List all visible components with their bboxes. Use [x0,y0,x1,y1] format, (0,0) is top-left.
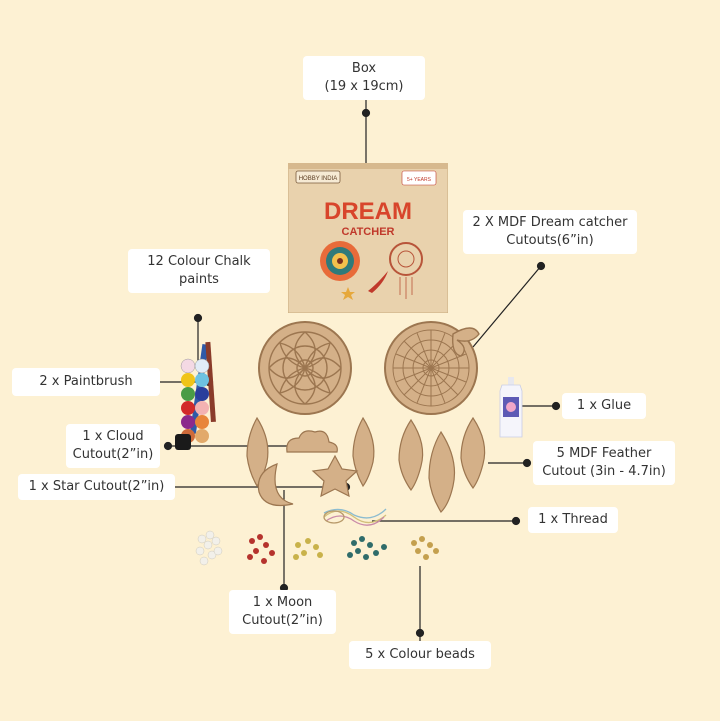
label-paintbrush: 2 x Paintbrush [12,368,160,396]
label-chalk-paints: 12 Colour Chalk paints [128,249,270,293]
bead-pile-red [247,534,275,564]
box-age-badge: 5+ YEARS [407,177,432,183]
label-glue: 1 x Glue [562,393,646,419]
leader-dot-dream-catcher [536,261,546,271]
label-moon-line2: Cutout(2”in) [242,613,323,628]
label-paintbrush-line1: 2 x Paintbrush [39,374,133,389]
label-cloud-line1: 1 x Cloud [82,429,144,444]
leader-dot-beads [415,628,425,638]
box-title-text: DREAM [324,198,412,225]
label-feather-line2: Cutout (3in - 4.7in) [542,464,666,479]
leader-dot-glue [551,401,561,411]
box-feather-art [368,271,388,293]
label-dream-catcher: 2 X MDF Dream catcher Cutouts(6”in) [463,210,637,254]
colour-beads [195,530,439,566]
label-dream-catcher-line2: Cutouts(6”in) [506,233,594,248]
bead-pile-white [195,530,223,566]
feather-cutout-2 [352,416,375,488]
feather-cutout-4 [428,430,456,513]
chalk-paints-and-brushes [175,341,216,450]
label-moon: 1 x Moon Cutout(2”in) [229,590,336,634]
dream-catcher-right [384,321,480,415]
butterfly-cutout [451,327,480,357]
leader-dot-chalk [193,313,203,323]
feather-cutout-1 [246,416,269,488]
thread-bundle [323,508,387,526]
label-glue-line1: 1 x Glue [576,398,632,413]
dream-catcher-left [258,321,352,415]
label-feather: 5 MDF Feather Cutout (3in - 4.7in) [533,441,675,485]
label-beads: 5 x Colour beads [349,641,491,669]
leader-dream-catcher [472,265,542,348]
leader-dot-feather [522,458,532,468]
wooden-cutouts [246,416,486,513]
product-box: HOBBY INDIA 5+ YEARS DREAM CATCHER [288,163,448,313]
box-mandala-left [320,241,360,281]
glue-bottle [499,377,523,438]
bead-pile-yellow [293,538,323,560]
box-star-art [341,287,355,300]
cloud-cutout [286,430,338,453]
label-dream-catcher-line1: 2 X MDF Dream catcher [472,215,628,230]
label-moon-line1: 1 x Moon [252,595,313,610]
star-cutout [311,454,359,498]
box-mandala-right [389,242,423,299]
feather-cutout-3 [398,418,424,492]
label-box: Box (19 x 19cm) [303,56,425,100]
label-box-line2: (19 x 19cm) [324,79,404,94]
paint-pots [175,358,210,450]
label-box-line1: Box [351,61,377,76]
dream-catcher-cutouts [258,321,480,415]
bead-pile-teal [347,536,387,560]
leader-dot-thread [511,516,521,526]
label-cloud-line2: Cutout(2”in) [72,447,154,462]
box-brand-text: HOBBY INDIA [299,176,338,182]
label-thread: 1 x Thread [528,507,618,533]
moon-cutout [257,463,294,507]
label-chalk-paints-line1: 12 Colour Chalk [147,254,251,269]
label-cloud: 1 x Cloud Cutout(2”in) [66,424,160,468]
bead-pile-gold [411,536,439,560]
label-feather-line1: 5 MDF Feather [556,446,652,461]
label-beads-line1: 5 x Colour beads [365,647,475,662]
leader-dot-cloud [163,441,173,451]
leader-dot-box [361,108,371,118]
label-thread-line1: 1 x Thread [538,512,608,527]
label-star: 1 x Star Cutout(2”in) [18,474,175,500]
feather-cutout-5 [460,416,486,490]
box-subtitle-text: CATCHER [342,226,395,238]
label-star-line1: 1 x Star Cutout(2”in) [28,479,165,494]
label-chalk-paints-line2: paints [179,272,219,287]
